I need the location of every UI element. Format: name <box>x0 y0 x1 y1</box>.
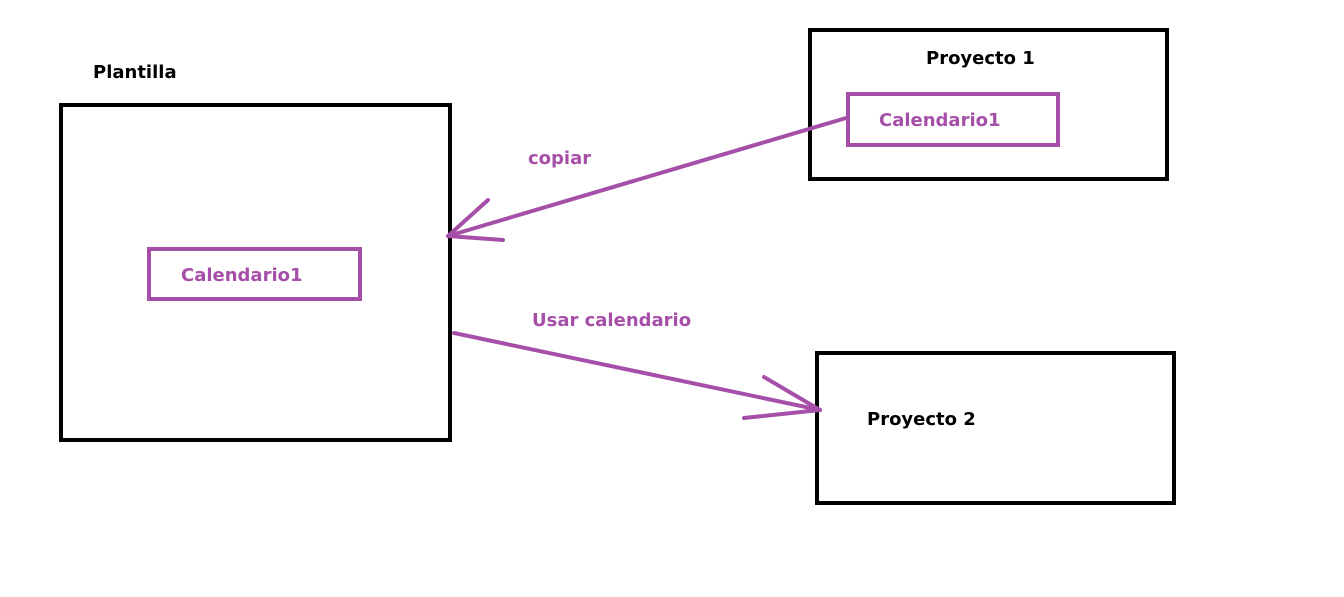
copy-edge-label: copiar <box>528 148 592 169</box>
copy-arrow-shaft <box>446 116 848 238</box>
proyecto1-calendario-box <box>846 92 1060 147</box>
copy-arrow <box>446 116 848 242</box>
proyecto1-calendario-label: Calendario1 <box>879 110 1001 131</box>
use-arrow-head <box>742 375 822 420</box>
plantilla-calendario-box <box>147 247 362 301</box>
proyecto1-title: Proyecto 1 <box>926 48 1035 69</box>
use-arrow-shaft <box>452 331 822 412</box>
use-edge-label: Usar calendario <box>532 310 692 331</box>
plantilla-title: Plantilla <box>93 62 177 83</box>
plantilla-box <box>59 103 452 442</box>
plantilla-calendario-label: Calendario1 <box>181 265 303 286</box>
proyecto2-box <box>815 351 1176 505</box>
use-arrow <box>452 331 822 420</box>
proyecto2-title: Proyecto 2 <box>867 409 976 430</box>
copy-arrow-head <box>446 198 505 242</box>
proyecto1-box <box>808 28 1169 181</box>
